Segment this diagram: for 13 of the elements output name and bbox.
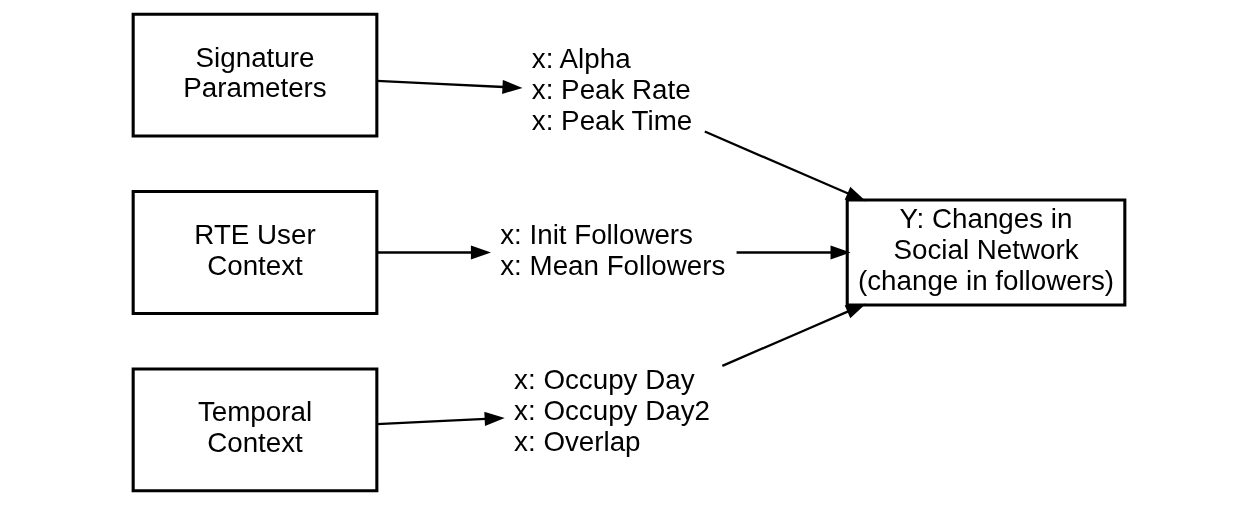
- arrow: [721, 303, 866, 367]
- arrow: [704, 130, 866, 202]
- arrow: [376, 79, 523, 94]
- node-box: Signature Parameters: [131, 12, 379, 138]
- node-box: Temporal Context: [131, 367, 379, 493]
- node-box: Y: Changes in Social Network (change in followers): [845, 198, 1127, 307]
- node-text: x: Occupy Day x: Occupy Day2 x: Overlap: [514, 363, 710, 457]
- node-box: RTE User Context: [131, 190, 379, 315]
- node-text: x: Init Followers x: Mean Followers: [500, 218, 726, 281]
- node-text: x: Alpha x: Peak Rate x: Peak Time: [531, 43, 693, 136]
- arrow: [376, 245, 491, 260]
- arrow: [376, 411, 505, 426]
- arrow: [736, 245, 851, 260]
